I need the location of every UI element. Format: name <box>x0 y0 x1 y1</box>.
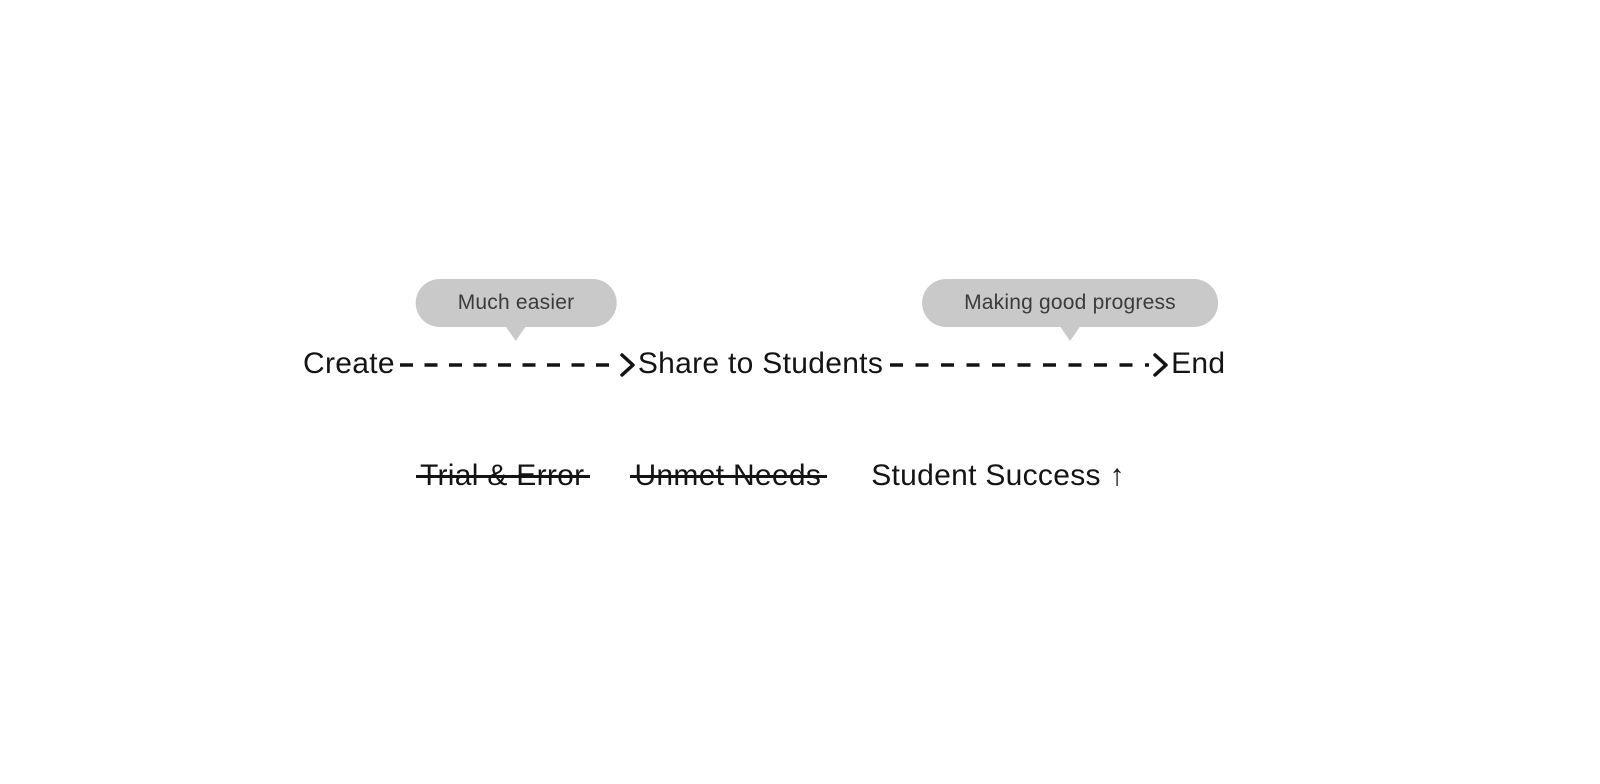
dashed-arrow-icon <box>890 353 1168 377</box>
flow-node-end: End <box>1171 347 1226 380</box>
flow-row: Create Share to Students End <box>303 344 1225 384</box>
dashed-arrow-icon <box>399 353 635 377</box>
outcome-unmet-needs: Unmet Needs <box>630 459 827 492</box>
bubble-text: Much easier <box>457 291 575 314</box>
speech-bubble-making-progress: Making good progress <box>922 279 1218 341</box>
outcome-student-success: Student Success ↑ <box>871 459 1125 492</box>
outcome-trial-and-error: Trial & Error <box>415 459 591 492</box>
flow-node-create: Create <box>303 347 395 380</box>
outcomes-row: Trial & Error Unmet Needs Student Succes… <box>415 457 1125 495</box>
bubble-pointer-icon <box>505 325 527 341</box>
speech-bubble-much-easier: Much easier <box>415 279 617 341</box>
flow-node-share-to-students: Share to Students <box>637 347 884 380</box>
bubble-pointer-icon <box>1058 325 1081 341</box>
bubble-text: Making good progress <box>964 291 1176 314</box>
